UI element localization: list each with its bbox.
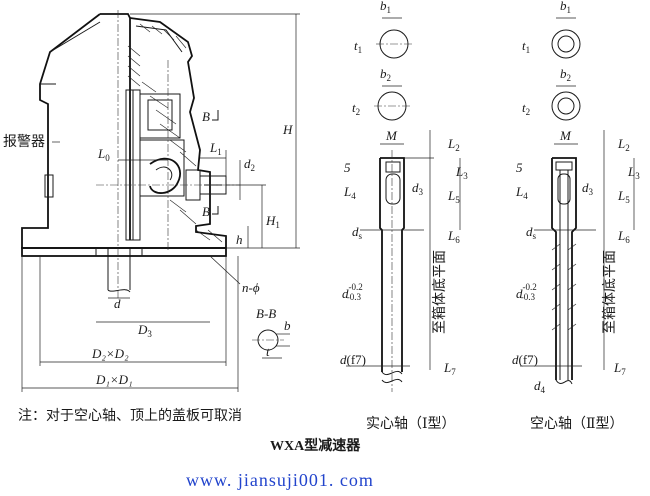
section-BB: B-B b t xyxy=(252,306,291,359)
svg-text:L6: L6 xyxy=(447,228,460,245)
svg-text:D₂×D₂: D₂×D₂ xyxy=(91,346,129,361)
hollow-hatching xyxy=(551,243,577,331)
svg-text:ds: ds xyxy=(352,224,363,241)
dim-D2: D₂×D₂ xyxy=(40,346,226,363)
svg-text:L4: L4 xyxy=(515,184,528,201)
section-hatching xyxy=(127,23,223,243)
svg-text:t1: t1 xyxy=(522,38,530,55)
svg-text:b2: b2 xyxy=(380,66,391,83)
dim-n-phi: n-ϕ xyxy=(209,255,260,295)
svg-text:L1: L1 xyxy=(209,140,222,157)
svg-text:d(f7): d(f7) xyxy=(512,352,538,367)
svg-text:B: B xyxy=(202,204,210,219)
dim-H1: H1 xyxy=(226,184,280,248)
svg-text:L3: L3 xyxy=(627,164,640,181)
svg-text:b1: b1 xyxy=(380,0,391,15)
section-label: B-B xyxy=(256,306,276,321)
svg-text:H: H xyxy=(282,122,293,137)
svg-text:L2: L2 xyxy=(617,136,630,153)
vertical-note-1: 至箱体底平面 xyxy=(432,250,448,334)
svg-text:b2: b2 xyxy=(560,66,571,83)
svg-text:d(f7): d(f7) xyxy=(340,352,366,367)
svg-text:ds: ds xyxy=(526,224,537,241)
cover-outline xyxy=(21,13,131,249)
dim-H: H xyxy=(130,13,300,249)
svg-text:D₁×D₁: D₁×D₁ xyxy=(95,372,133,387)
svg-text:d3: d3 xyxy=(412,180,424,197)
svg-text:b1: b1 xyxy=(560,0,571,15)
alarm-label: 报警器 xyxy=(3,134,45,150)
svg-text:t1: t1 xyxy=(354,38,362,55)
svg-text:L4: L4 xyxy=(343,184,356,201)
figure-title: WXA型减速器 xyxy=(270,437,361,454)
dim-d2: d2 xyxy=(239,156,255,200)
dim-h: h xyxy=(236,226,249,248)
svg-text:M: M xyxy=(559,128,572,143)
main-view xyxy=(21,10,240,300)
hollow-shaft-view: b1 t1 b2 t2 M 5 L4 d3 ds xyxy=(512,0,640,395)
svg-text:L7: L7 xyxy=(613,360,626,377)
svg-text:t2: t2 xyxy=(352,100,360,117)
svg-text:h: h xyxy=(236,232,243,247)
hollow-shaft-body xyxy=(551,157,577,380)
svg-text:n-ϕ: n-ϕ xyxy=(242,280,260,295)
solid-shaft-view: b1 t1 b2 t2 M 5 L4 d3 ds d-0.2-0.3 d(f7)… xyxy=(340,0,468,392)
svg-text:B: B xyxy=(202,109,210,124)
svg-text:M: M xyxy=(385,128,398,143)
dim-D3: D3 xyxy=(96,321,210,339)
svg-text:5: 5 xyxy=(344,160,351,175)
svg-text:t: t xyxy=(266,344,270,359)
svg-text:L2: L2 xyxy=(447,136,460,153)
svg-text:L0: L0 xyxy=(97,146,110,163)
svg-text:L5: L5 xyxy=(447,188,460,205)
svg-text:L6: L6 xyxy=(617,228,630,245)
note-caption: 注：对于空心轴、顶上的盖板可取消 xyxy=(18,408,242,424)
solid-shaft-body xyxy=(379,157,405,372)
svg-text:d3: d3 xyxy=(582,180,594,197)
solid-shaft-caption: 实心轴（Ⅰ型） xyxy=(366,416,456,432)
svg-text:d4: d4 xyxy=(534,378,546,395)
svg-text:b: b xyxy=(284,318,291,333)
svg-text:L5: L5 xyxy=(617,188,630,205)
svg-text:H1: H1 xyxy=(265,213,280,230)
hollow-shaft-caption: 空心轴（Ⅱ型） xyxy=(530,416,624,432)
svg-text:d-0.2-0.3: d-0.2-0.3 xyxy=(342,282,363,302)
svg-text:5: 5 xyxy=(516,160,523,175)
base-plate xyxy=(21,247,227,257)
section-mark-B: B B xyxy=(202,109,219,219)
svg-text:D3: D3 xyxy=(137,322,152,339)
vertical-note-2: 至箱体底平面 xyxy=(602,250,618,334)
dim-D1: D₁×D₁ xyxy=(22,372,238,389)
svg-text:d: d xyxy=(114,296,121,311)
dim-L0: L0 xyxy=(97,146,168,163)
svg-text:L3: L3 xyxy=(455,164,468,181)
dim-d: d xyxy=(108,296,130,311)
svg-text:d2: d2 xyxy=(244,156,255,173)
website-watermark: www. jiansuji001. com xyxy=(186,470,374,490)
svg-text:t2: t2 xyxy=(522,100,530,117)
svg-text:d-0.2-0.3: d-0.2-0.3 xyxy=(516,282,537,302)
svg-text:L7: L7 xyxy=(443,360,456,377)
dim-L1: L1 xyxy=(200,140,227,176)
